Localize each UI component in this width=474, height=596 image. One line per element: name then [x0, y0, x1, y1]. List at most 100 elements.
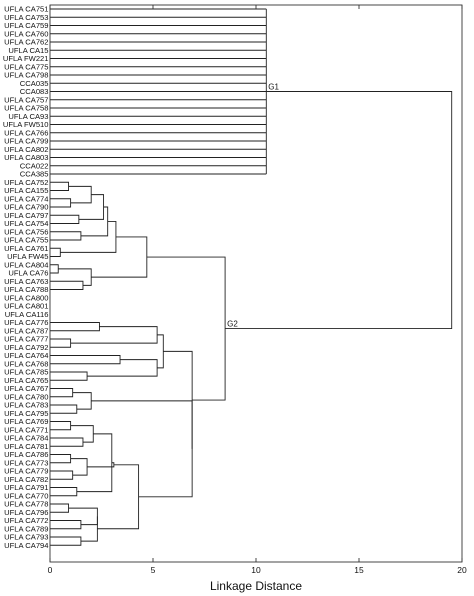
- root-link: [225, 91, 453, 330]
- x-tick-label: 10: [251, 565, 261, 575]
- x-tick-label: 15: [354, 565, 364, 575]
- leaf-label: UFLA CA786: [4, 450, 48, 459]
- dendrogram-link: [50, 264, 59, 274]
- dendrogram-link: [157, 334, 164, 369]
- leaf-label: UFLA CA764: [4, 351, 48, 360]
- dendrogram-link: [146, 256, 226, 401]
- leaf-label: UFLA CA766: [4, 128, 48, 137]
- dendrogram-link: [50, 388, 74, 398]
- leaf-label: UFLA CA769: [4, 417, 48, 426]
- leaf-label: UFLA CA763: [4, 277, 48, 286]
- leaf-label: UFLA CA776: [4, 318, 48, 327]
- dendrogram-link: [50, 355, 121, 365]
- leaf-label: UFLA CA15: [8, 46, 48, 55]
- dendrogram-link: [50, 404, 78, 414]
- dendrogram-link: [50, 280, 84, 290]
- leaf-label: UFLA CA771: [4, 425, 48, 434]
- dendrogram-link: [87, 462, 115, 468]
- leaf-label: UFLA CA791: [4, 483, 48, 492]
- cluster-label-g2: G2: [227, 320, 238, 329]
- leaf-label: CCA022: [20, 161, 49, 170]
- leaf-label: UFLA CA779: [4, 467, 48, 476]
- leaf-label: UFLA CA760: [4, 29, 48, 38]
- leaf-label: UFLA CA788: [4, 285, 48, 294]
- leaf-label: UFLA CA787: [4, 326, 48, 335]
- dendrogram-link: [91, 236, 148, 278]
- leaf-label: UFLA CA798: [4, 71, 48, 80]
- leaf-label: UFLA CA116: [5, 310, 49, 319]
- x-axis-title: Linkage Distance: [210, 579, 302, 593]
- dendrogram-link: [163, 350, 193, 449]
- leaf-label: UFLA CA767: [4, 384, 48, 393]
- dendrogram-link: [50, 247, 61, 257]
- dendrogram-link: [50, 536, 82, 546]
- leaf-label: UFLA CA778: [4, 500, 48, 509]
- dendrogram-link: [50, 198, 72, 208]
- leaf-label: UFLA CA765: [4, 376, 48, 385]
- leaf-label: UFLA CA795: [4, 409, 48, 418]
- dendrogram-link: [50, 487, 78, 497]
- dendrogram-link: [50, 454, 72, 464]
- leaf-label: UFLA CA797: [4, 211, 48, 220]
- dendrogram-link: [70, 326, 158, 344]
- leaf-label: UFLA CA800: [4, 293, 48, 302]
- dendrogram-link: [72, 392, 92, 410]
- cluster-label-g1: G1: [268, 83, 279, 92]
- leaf-label: UFLA CA780: [4, 392, 48, 401]
- leaf-label: UFLA CA756: [4, 227, 48, 236]
- leaf-label: UFLA CA93: [8, 112, 48, 121]
- leaf-label: UFLA FW45: [7, 252, 48, 261]
- leaf-label: UFLA CA803: [4, 153, 48, 162]
- leaf-label: UFLA CA754: [4, 219, 48, 228]
- leaf-label: UFLA CA799: [4, 137, 48, 146]
- dendrogram-link: [68, 507, 98, 526]
- dendrogram-link: [68, 185, 92, 204]
- leaf-label: UFLA CA753: [4, 13, 48, 22]
- leaf-label: UFLA CA802: [4, 145, 48, 154]
- leaf-label: UFLA CA752: [4, 178, 48, 187]
- x-tick-label: 20: [457, 565, 467, 575]
- x-tick-label: 5: [151, 565, 156, 575]
- leaf-label: UFLA CA777: [4, 335, 48, 344]
- dendrogram-links: [50, 8, 453, 546]
- x-axis: 0 5 10 15 20: [48, 5, 467, 575]
- leaf-label: UFLA CA774: [4, 194, 48, 203]
- dendrogram-link: [97, 464, 140, 530]
- leaf-label: UFLA CA762: [4, 38, 48, 47]
- leaf-label: UFLA CA796: [4, 508, 48, 517]
- dendrogram-link: [50, 470, 74, 480]
- leaf-label: UFLA CA761: [4, 244, 48, 253]
- dendrogram-link: [50, 214, 80, 224]
- leaf-label: UFLA CA793: [4, 533, 48, 542]
- leaf-label: UFLA CA789: [4, 524, 48, 533]
- dendrogram-link: [50, 181, 69, 191]
- dendrogram-link: [50, 322, 100, 332]
- leaf-label: UFLA CA758: [4, 104, 48, 113]
- leaf-label: UFLA CA792: [4, 343, 48, 352]
- dendrogram-link: [50, 437, 84, 447]
- leaf-label: UFLA CA759: [4, 21, 48, 30]
- dendrogram-link: [58, 268, 92, 286]
- leaf-label: UFLA CA785: [4, 368, 48, 377]
- leaf-label: CCA385: [20, 170, 49, 179]
- leaf-label: UFLA CA804: [4, 260, 48, 269]
- dendrogram-link: [87, 359, 158, 377]
- dendrogram-link: [50, 503, 69, 513]
- leaf-label: UFLA CA768: [4, 359, 48, 368]
- dendrogram-link: [50, 338, 72, 348]
- leaf-label: UFLA CA782: [4, 475, 48, 484]
- leaf-label: UFLA CA155: [4, 186, 48, 195]
- leaf-label: UFLA CA783: [4, 401, 48, 410]
- leaf-label: UFLA CA775: [4, 62, 48, 71]
- dendrogram-link: [91, 400, 193, 498]
- x-tick-label: 0: [48, 565, 53, 575]
- dendrogram-link: [50, 421, 72, 431]
- leaf-label: UFLA CA773: [4, 458, 48, 467]
- leaf-label: UFLA CA781: [4, 442, 48, 451]
- dendrogram-link: [70, 425, 94, 443]
- leaf-label: UFLA CA757: [4, 95, 48, 104]
- leaf-label: UFLA CA770: [4, 491, 48, 500]
